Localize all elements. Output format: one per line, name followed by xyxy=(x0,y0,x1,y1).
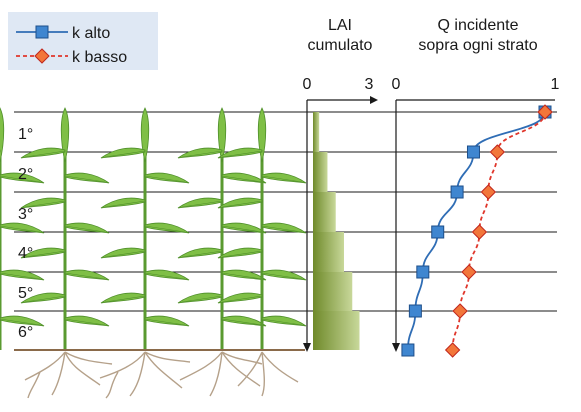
k-alto-point xyxy=(431,225,445,239)
light-series xyxy=(401,104,553,358)
k-basso-point xyxy=(452,303,468,319)
lai-y-axis-arrow xyxy=(303,343,311,352)
lai-x-axis-arrow xyxy=(370,96,378,104)
lai-bars xyxy=(313,112,360,350)
lai-axis-min-label: 0 xyxy=(303,76,312,93)
square-marker-icon xyxy=(35,25,49,39)
layer-label: 1° xyxy=(18,126,33,143)
lai-panel xyxy=(303,96,378,352)
lai-bar xyxy=(313,112,320,152)
layer-lines xyxy=(14,111,557,312)
legend-item-k-alto: k alto xyxy=(16,25,110,42)
legend-label-k-basso: k basso xyxy=(72,49,127,66)
k-basso-point xyxy=(471,224,488,240)
lai-bar xyxy=(313,311,360,350)
layer-label: 2° xyxy=(18,166,33,183)
legend-item-k-basso: k basso xyxy=(16,48,127,66)
root-system-icon xyxy=(24,351,299,399)
lai-axis-max-label: 3 xyxy=(365,76,374,93)
maize-plant-icon xyxy=(0,107,45,350)
diamond-marker-icon xyxy=(34,48,50,64)
lai-bar xyxy=(313,232,344,272)
layer-label: 5° xyxy=(18,285,33,302)
lai-title-line1: LAI xyxy=(328,17,352,34)
layer-labels: 1° 2° 3° 4° 5° 6° xyxy=(18,126,33,341)
light-panel xyxy=(392,99,555,358)
maize-plant-icon xyxy=(101,108,189,350)
k-alto-point xyxy=(408,304,422,318)
layer-label: 4° xyxy=(18,245,33,262)
k-basso-point xyxy=(537,104,553,120)
legend: k alto k basso xyxy=(8,12,158,70)
k-alto-point xyxy=(401,343,415,357)
light-title-line1: Q incidente xyxy=(438,17,519,34)
lai-title-line2: cumulato xyxy=(308,37,373,54)
layer-label: 6° xyxy=(18,324,33,341)
lai-bar xyxy=(313,192,336,232)
legend-background xyxy=(8,12,158,70)
k-basso-point xyxy=(480,184,497,200)
k-alto-point xyxy=(466,145,480,159)
k-alto-point xyxy=(450,185,464,199)
legend-label-k-alto: k alto xyxy=(72,25,110,42)
light-axis-min-label: 0 xyxy=(392,76,401,93)
k-basso-point xyxy=(489,144,506,160)
light-title-line2: sopra ogni strato xyxy=(418,37,537,54)
light-axis-max-label: 1 xyxy=(551,76,560,93)
k-basso-point xyxy=(461,264,477,280)
lai-bar xyxy=(313,152,328,192)
layer-label: 3° xyxy=(18,206,33,223)
k-alto-point xyxy=(416,265,430,279)
k-basso-point xyxy=(444,342,461,358)
lai-bar xyxy=(313,272,353,311)
maize-plant-icon xyxy=(178,108,266,350)
light-y-axis-arrow xyxy=(392,343,400,352)
